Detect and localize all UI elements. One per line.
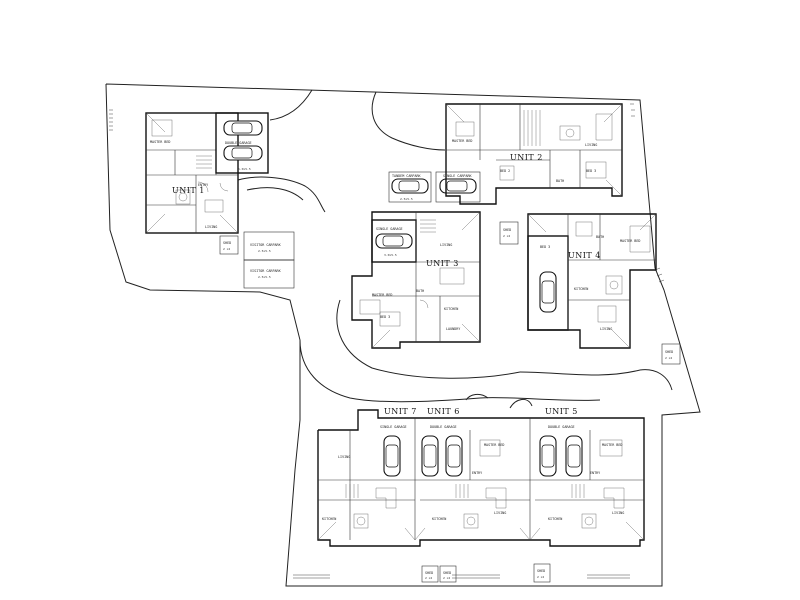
visitor-carpark-1-dim: 2.5x5.5 xyxy=(258,249,271,253)
unit-6-car-2 xyxy=(445,435,463,477)
unit-5-entry-label: ENTRY xyxy=(590,471,600,475)
unit-7-living-label: LIVING xyxy=(338,455,350,459)
unit-7-car xyxy=(383,435,401,477)
unit-1-shed xyxy=(219,235,239,255)
unit-3-laundry-label: LAUNDRY xyxy=(446,327,460,331)
unit-7-shed-label: SHED xyxy=(425,571,433,575)
unit-7-kitchen-label: KITCHEN xyxy=(322,517,336,521)
unit-1-garage-dim: 6.0x5.5 xyxy=(238,167,251,171)
visitor-carparks: VISITOR CARPARK 2.5x5.5 VISITOR CARPARK … xyxy=(243,231,295,289)
unit-5-title: UNIT 5 xyxy=(545,407,578,416)
unit-5-shed-dim: 2 x2 xyxy=(537,575,544,579)
unit-3-master-bed-label: MASTER BED xyxy=(372,293,392,297)
unit-3-garage-dim: 3.0x5.5 xyxy=(384,253,397,257)
unit-2-plan: UNIT 2 MASTER BED BED 2 BED 3 LIVING BAT… xyxy=(445,103,623,205)
visitor-carpark-2-dim: 2.5x5.5 xyxy=(258,275,271,279)
single-carpark-label: SINGLE CARPARK xyxy=(443,174,473,178)
unit-1-entry-label: ENTRY xyxy=(198,183,208,187)
tandem-carpark: TANDEM CARPARK 2.5x5.5 SINGLE CARPARK xyxy=(388,171,481,203)
unit-6-shed-label: SHED xyxy=(443,571,451,575)
unit-4-plan: UNIT 4 BED 3 MASTER BED BATH KITCHEN LIV… xyxy=(527,213,681,365)
unit-1-car-2 xyxy=(223,145,263,161)
unit-2-title: UNIT 2 xyxy=(510,153,543,162)
unit-1-garage-label: DOUBLE GARAGE xyxy=(225,141,252,145)
driveway xyxy=(237,89,673,409)
unit-2-bed3-label: BED 3 xyxy=(586,169,596,173)
unit-1-shed-label: SHED xyxy=(223,241,231,245)
unit-7-shed xyxy=(421,565,439,583)
tandem-carpark-label: TANDEM CARPARK xyxy=(392,174,422,178)
unit-3-shed xyxy=(499,221,519,245)
unit-2-living-label: LIVING xyxy=(585,143,597,147)
unit-4-shed-dim: 2 x2 xyxy=(665,356,672,360)
unit-5-car-2 xyxy=(565,435,583,477)
unit-2-bath-label: BATH xyxy=(556,179,564,183)
unit-1-shed-dim: 2 x2 xyxy=(223,247,230,251)
tandem-carpark-dim: 2.5x5.5 xyxy=(400,197,413,201)
unit-3-title: UNIT 3 xyxy=(426,259,459,268)
unit-6-kitchen-label: KITCHEN xyxy=(432,517,446,521)
unit-5-shed-label: SHED xyxy=(537,569,545,573)
unit-5-shed xyxy=(533,563,551,583)
unit-2-bed2-label: BED 2 xyxy=(500,169,510,173)
unit-7-garage-label: SINGLE GARAGE xyxy=(380,425,407,429)
unit-3-car xyxy=(375,233,413,249)
unit-5-living-label: LIVING xyxy=(612,511,624,515)
unit-1-title: UNIT 1 xyxy=(172,186,205,195)
unit-5-garage-label: DOUBLE GARAGE xyxy=(548,425,575,429)
unit-3-garage-label: SINGLE GARAGE xyxy=(376,227,403,231)
unit-6-car-1 xyxy=(421,435,439,477)
unit-6-living-label: LIVING xyxy=(494,511,506,515)
unit-6-master-bed-label: MASTER BED xyxy=(484,443,504,447)
unit-4-car xyxy=(539,271,557,313)
unit-1-car-1 xyxy=(223,120,263,136)
visitor-carpark-1-label: VISITOR CARPARK xyxy=(250,243,282,247)
unit-4-living-label: LIVING xyxy=(600,327,612,331)
site-boundary xyxy=(105,83,701,587)
unit-4-master-bed-label: MASTER BED xyxy=(620,239,640,243)
visitor-carpark-2-label: VISITOR CARPARK xyxy=(250,269,282,273)
unit-4-kitchen-label: KITCHEN xyxy=(574,287,588,291)
unit-3-bed3-label: BED 3 xyxy=(380,315,390,319)
unit-1-living-label: LIVING xyxy=(205,225,217,229)
unit-5-master-bed-label: MASTER BED xyxy=(602,443,622,447)
unit-3-shed-label: SHED xyxy=(503,228,511,232)
unit-3-bath-label: BATH xyxy=(416,289,424,293)
unit-3-living-label: LIVING xyxy=(440,243,452,247)
unit-6-garage-label: DOUBLE GARAGE xyxy=(430,425,457,429)
unit-5-car-1 xyxy=(539,435,557,477)
unit-4-title: UNIT 4 xyxy=(568,251,601,260)
unit-3-kitchen-label: KITCHEN xyxy=(444,307,458,311)
unit-3-shed-dim: 2 x2 xyxy=(503,234,510,238)
unit-5-kitchen-label: KITCHEN xyxy=(548,517,562,521)
unit-4-shed xyxy=(661,343,681,365)
unit-4-bed3-label: BED 3 xyxy=(540,245,550,249)
unit-7-title: UNIT 7 xyxy=(384,407,417,416)
unit-4-shed-label: SHED xyxy=(665,350,673,354)
unit-1-master-bed-label: MASTER BED xyxy=(150,140,170,144)
unit-6-title: UNIT 6 xyxy=(427,407,460,416)
units-5-7-block: UNIT 7 UNIT 6 UNIT 5 SINGLE GARAGE DOUBL… xyxy=(317,407,645,583)
unit-1-plan: UNIT 1 MASTER BED DOUBLE GARAGE ENTRY LI… xyxy=(145,112,269,255)
unit-4-bath-label: BATH xyxy=(596,235,604,239)
unit-6-shed-dim: 2 x2 xyxy=(443,576,450,580)
unit-7-shed-dim: 2 x2 xyxy=(425,576,432,580)
unit-6-shed xyxy=(439,565,457,583)
unit-2-master-bed-label: MASTER BED xyxy=(452,139,472,143)
unit-6-entry-label: ENTRY xyxy=(472,471,482,475)
unit-3-plan: UNIT 3 SINGLE GARAGE 3.0x5.5 LIVING MAST… xyxy=(351,211,519,349)
